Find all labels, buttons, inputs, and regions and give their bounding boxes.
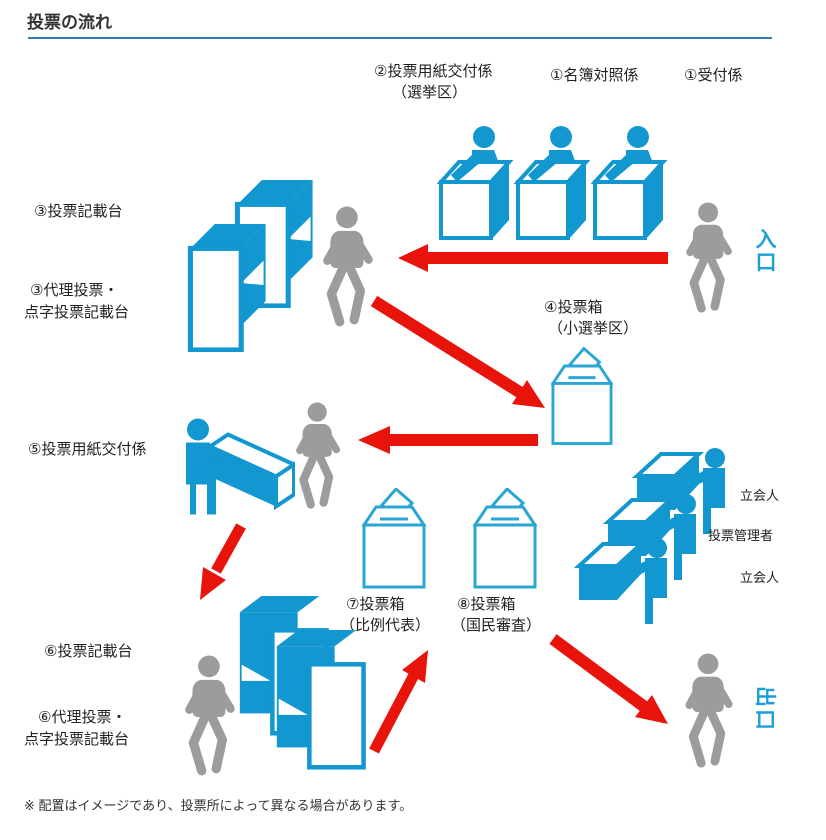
entrance-label: 入口 [753, 228, 776, 274]
label-ballot-box-8-1: ⑧投票箱 [457, 596, 516, 613]
label-ballot-box-4-1: ④投票箱 [544, 299, 603, 316]
voting-booth-icon [187, 224, 266, 352]
ballot-box-icon [551, 346, 613, 445]
observers-manager-desks-icon [573, 448, 725, 624]
label-reception: ①受付係 [684, 67, 743, 84]
voter-walking-icon [185, 655, 235, 776]
label-ballot-box-7-1: ⑦投票箱 [346, 596, 405, 613]
title-underline [28, 37, 772, 39]
voting-booth-icon [276, 630, 366, 770]
staff-at-long-desk-icon [186, 418, 295, 515]
voter-walking-icon [685, 653, 733, 768]
flow-arrow-entrance-to-reception [398, 244, 668, 272]
label-registry-check: ①名簿対照係 [550, 67, 639, 84]
label-ballot-box-7-2: （比例代表） [340, 617, 431, 634]
label-observer-bottom: 立会人 [740, 570, 780, 585]
label-ballot-issuing-district-1: ②投票用紙交付係 [374, 63, 493, 80]
label-booth-proxy-3-1: ③代理投票・ [30, 282, 119, 299]
voter-walking-icon [686, 202, 732, 313]
label-ballot-box-8-2: （国民審査） [451, 617, 542, 634]
staff-at-desk-icon [591, 126, 668, 240]
footnote: ※ 配置はイメージであり、投票所によって異なる場合があります。 [24, 798, 413, 813]
voter-walking-icon [323, 206, 373, 327]
label-observer-top: 立会人 [740, 488, 780, 503]
label-ballot-issuing-5: ⑤投票用紙交付係 [28, 441, 147, 458]
flow-arrow-booth3-to-box4 [370, 295, 545, 408]
label-booth-proxy-3-2: 点字投票記載台 [24, 304, 130, 321]
label-ballot-issuing-district-2: （選挙区） [392, 84, 468, 101]
voter-walking-icon [296, 402, 341, 509]
label-booth-proxy-6-2: 点字投票記載台 [24, 731, 130, 748]
label-manager: 投票管理者 [708, 528, 774, 543]
staff-at-desk-icon [514, 126, 591, 240]
ballot-box-icon [473, 488, 537, 589]
flow-arrow-box4-to-station5 [358, 426, 538, 454]
label-booth-write-3: ③投票記載台 [34, 203, 123, 220]
ballot-box-icon [362, 488, 426, 589]
label-ballot-box-4-2: （小選挙区） [548, 320, 639, 337]
staff-at-desk-icon [437, 126, 514, 240]
label-booth-write-6: ⑥投票記載台 [44, 643, 133, 660]
page-title: 投票の流れ [27, 13, 112, 32]
flow-arrow-booth6-to-box7 [369, 650, 428, 754]
flow-arrow-box8-to-exit [549, 634, 668, 724]
flow-arrow-station5-to-booth6 [200, 523, 246, 600]
label-booth-proxy-6-1: ⑥代理投票・ [38, 709, 127, 726]
